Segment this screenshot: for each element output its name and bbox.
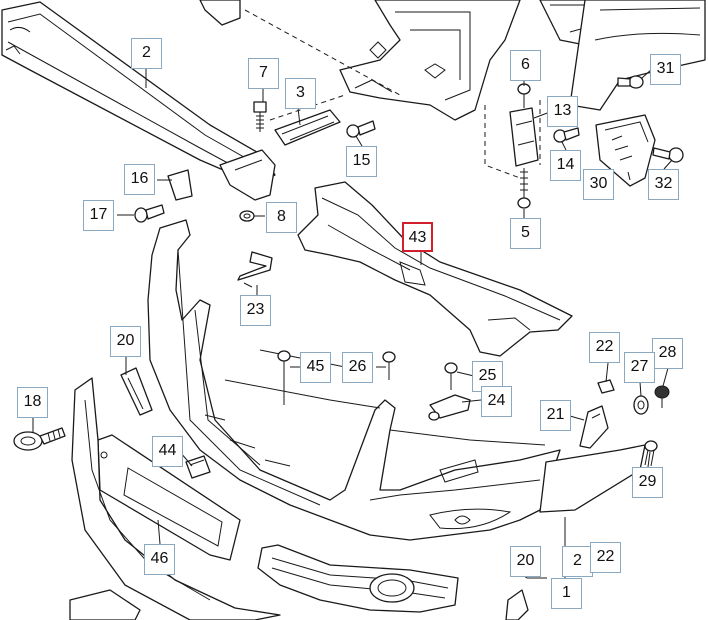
- callout-44: 44: [152, 436, 183, 467]
- lower-grille-part: [257, 544, 459, 613]
- callout-13: 13: [547, 96, 578, 127]
- callout-16: 16: [124, 164, 155, 195]
- bolt-31-part: [617, 75, 644, 89]
- callout-45: 45: [300, 352, 331, 383]
- callout-6: 6: [510, 50, 541, 81]
- callout-29: 29: [632, 467, 663, 498]
- callout-1: 1: [551, 578, 582, 609]
- bracket-23-part: [237, 251, 273, 288]
- callout-46: 46: [144, 544, 175, 575]
- bracket-24-part: [428, 394, 471, 421]
- callout-22-lower: 22: [590, 542, 621, 573]
- bolt-28-part: [654, 385, 670, 408]
- bolt-32-part: [652, 147, 684, 163]
- bolt-15-part: [346, 120, 376, 138]
- lower-trim-part: [69, 377, 281, 620]
- side-trim-part: [505, 444, 646, 620]
- callout-43-highlighted[interactable]: 43: [402, 222, 433, 252]
- callout-27: 27: [624, 352, 655, 383]
- bracket-16-part: [167, 149, 276, 201]
- callout-15: 15: [346, 146, 377, 177]
- callout-21: 21: [540, 400, 571, 431]
- callout-28: 28: [652, 338, 683, 369]
- callout-17: 17: [83, 200, 114, 231]
- bolt-45-part: [277, 350, 291, 405]
- sensor-module-part: [274, 109, 341, 146]
- callout-32: 32: [648, 169, 679, 200]
- bracket-30-part: [595, 114, 656, 187]
- bolt-25-part: [444, 362, 458, 390]
- callout-5: 5: [510, 218, 541, 249]
- mount-13-part: [509, 83, 539, 209]
- callout-8: 8: [266, 202, 297, 233]
- callout-7: 7: [248, 58, 279, 89]
- callout-23: 23: [240, 295, 271, 326]
- tow-eye-18-part: [13, 427, 66, 451]
- callout-20-lower: 20: [510, 546, 541, 577]
- callout-24: 24: [481, 386, 512, 417]
- lock-carrier-part: [199, 0, 706, 121]
- callout-30: 30: [583, 169, 614, 200]
- bolt-26-part: [382, 351, 396, 380]
- impact-bar-part: [1, 1, 276, 186]
- callout-14: 14: [550, 150, 581, 181]
- bumper-cover-part: [147, 219, 561, 541]
- tow-cap-20-part: [120, 367, 153, 416]
- bolt-7-part: [253, 101, 267, 132]
- bracket-21-part: [579, 405, 609, 449]
- nut-8-part: [239, 210, 255, 222]
- washer-27-part: [633, 395, 649, 415]
- clip-44-part: [185, 455, 211, 479]
- callout-18: 18: [17, 387, 48, 418]
- bolt-14-part: [553, 127, 580, 143]
- callout-3: 3: [285, 78, 316, 109]
- callout-26: 26: [342, 352, 373, 383]
- callout-2-lower: 2: [562, 546, 593, 577]
- bolt-17-part: [134, 204, 165, 223]
- bolt-29-part: [644, 440, 658, 467]
- callout-31: 31: [650, 54, 681, 85]
- callout-22-upper: 22: [589, 332, 620, 363]
- callout-20-upper: 20: [110, 326, 141, 357]
- bumper-support-43-part: [297, 181, 573, 357]
- callout-2: 2: [131, 38, 162, 69]
